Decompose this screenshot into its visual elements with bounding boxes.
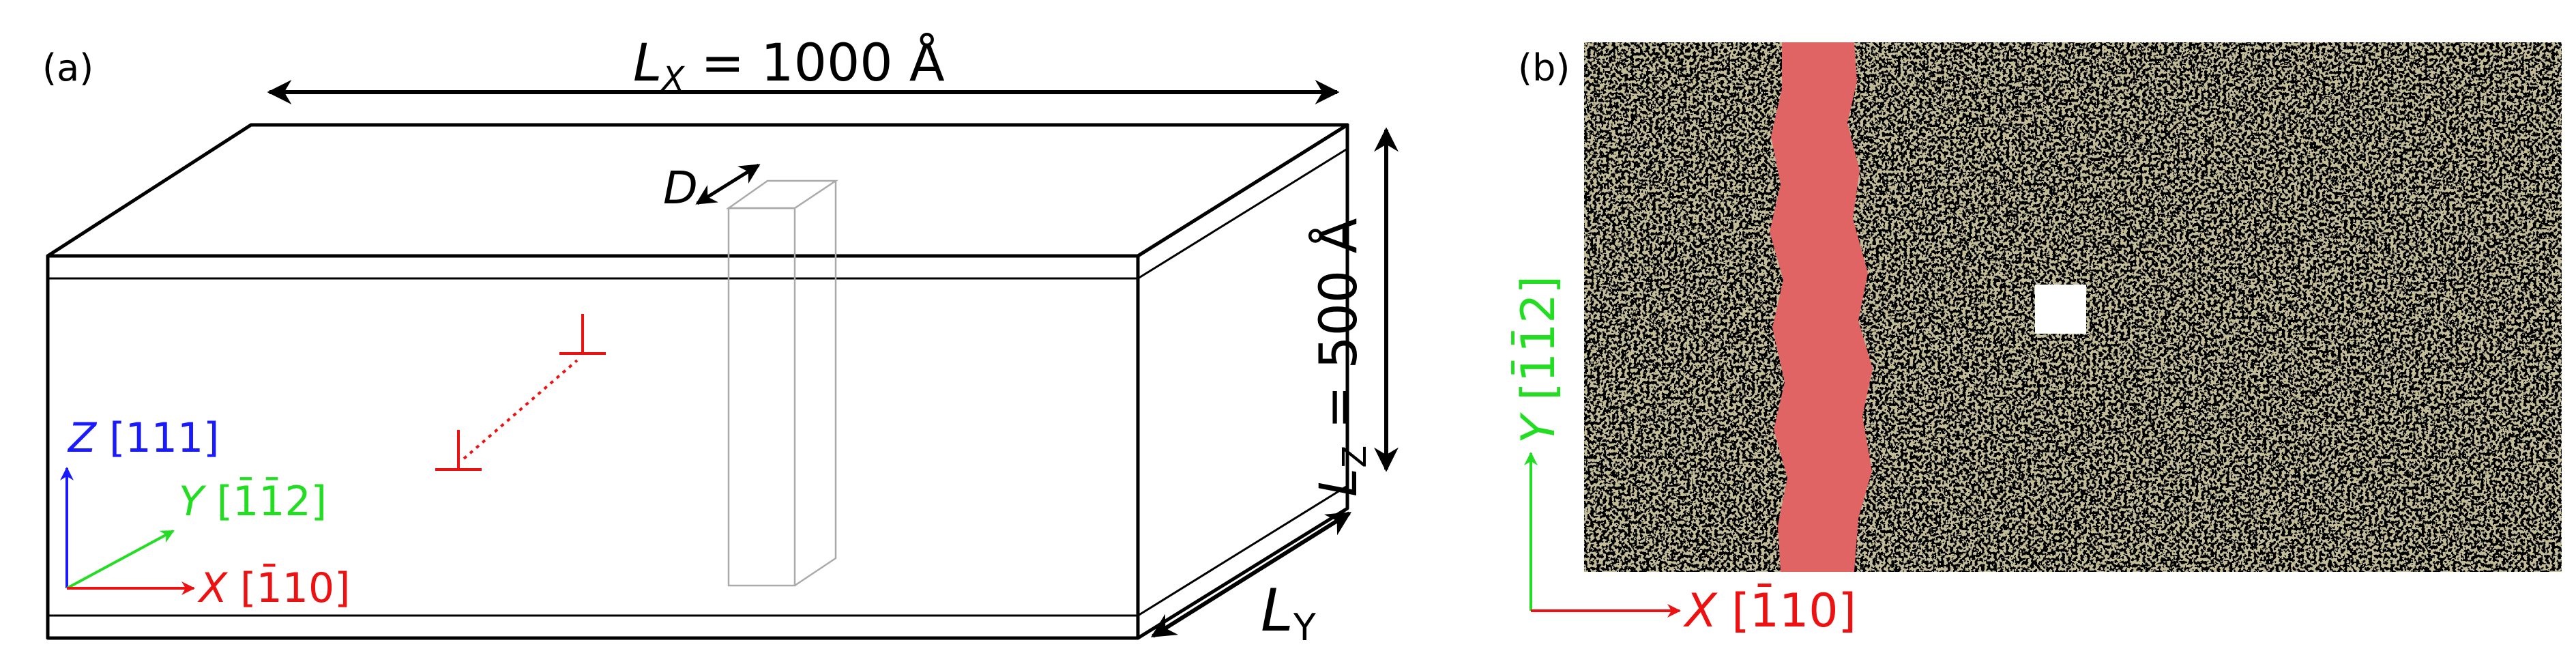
axis-y-label: Y [1̄1̄2] — [179, 476, 327, 525]
d-arrow — [695, 163, 761, 205]
axis-x-label: X [1̄10] — [197, 563, 351, 612]
lx-sub: X — [660, 60, 685, 98]
axis-y-dir: [1̄1̄2] — [204, 476, 327, 525]
precipitate-column — [726, 179, 839, 587]
atomistic-snapshot — [1584, 42, 2562, 572]
axis-z-dir: [111] — [96, 414, 219, 462]
panel-a-label: (a) — [42, 46, 93, 89]
panel-a: (a) D LX = 1000 Å LZ = 5 — [42, 32, 1399, 649]
axis-z-label: Z [111] — [67, 414, 220, 462]
axis-x-dir: [1̄10] — [227, 563, 350, 612]
dislocation-dipole — [435, 314, 606, 471]
precipitate-void — [2035, 285, 2086, 334]
axis-b-y-label: Y [1̄1̄2] — [1511, 276, 1566, 444]
lz-var: L — [1308, 468, 1368, 497]
axis-b-x-label: X [1̄10] — [1683, 583, 1856, 638]
stacking-fault-ribbon — [1770, 42, 1873, 572]
axis-b-x-dir: [1̄10] — [1717, 583, 1856, 638]
axis-b-x-var: X — [1683, 584, 1718, 638]
lz-sub: Z — [1336, 446, 1374, 468]
box-inner-planes — [48, 147, 1348, 617]
lx-rest: = 1000 Å — [684, 32, 945, 93]
axes-b: Y [1̄1̄2] X [1̄10] — [1511, 276, 1856, 638]
ly-label: LY — [1261, 577, 1317, 649]
axis-x-var: X — [197, 564, 229, 612]
axes-triad-a: Z [111] Y [1̄1̄2] X [1̄10] — [60, 414, 351, 612]
dislocation-symbol-upper — [559, 314, 606, 355]
ly-sub: Y — [1293, 606, 1317, 649]
simulation-box — [46, 123, 1349, 640]
panel-b: (b) Y [1̄1̄2] X [1̄10] — [1511, 42, 2562, 638]
axis-y-var: Y — [179, 478, 207, 525]
panel-b-label: (b) — [1518, 46, 1570, 89]
axis-b-y-dir: [1̄1̄2] — [1511, 276, 1566, 415]
dislocation-symbol-lower — [435, 430, 482, 471]
ly-arrow — [1150, 511, 1352, 638]
axis-z-var: Z — [67, 414, 98, 462]
box-side-face — [1136, 123, 1349, 640]
lz-label: LZ = 500 Å — [1308, 218, 1374, 497]
axis-y-arrow — [66, 530, 175, 590]
dislocation-dashed-link — [463, 359, 579, 460]
d-label: D — [663, 162, 698, 214]
ly-var: L — [1261, 577, 1293, 645]
lx-var: L — [633, 32, 662, 93]
lx-label: LX = 1000 Å — [633, 32, 945, 98]
axis-b-y-var: Y — [1512, 412, 1566, 444]
lz-rest: = 500 Å — [1308, 218, 1368, 446]
